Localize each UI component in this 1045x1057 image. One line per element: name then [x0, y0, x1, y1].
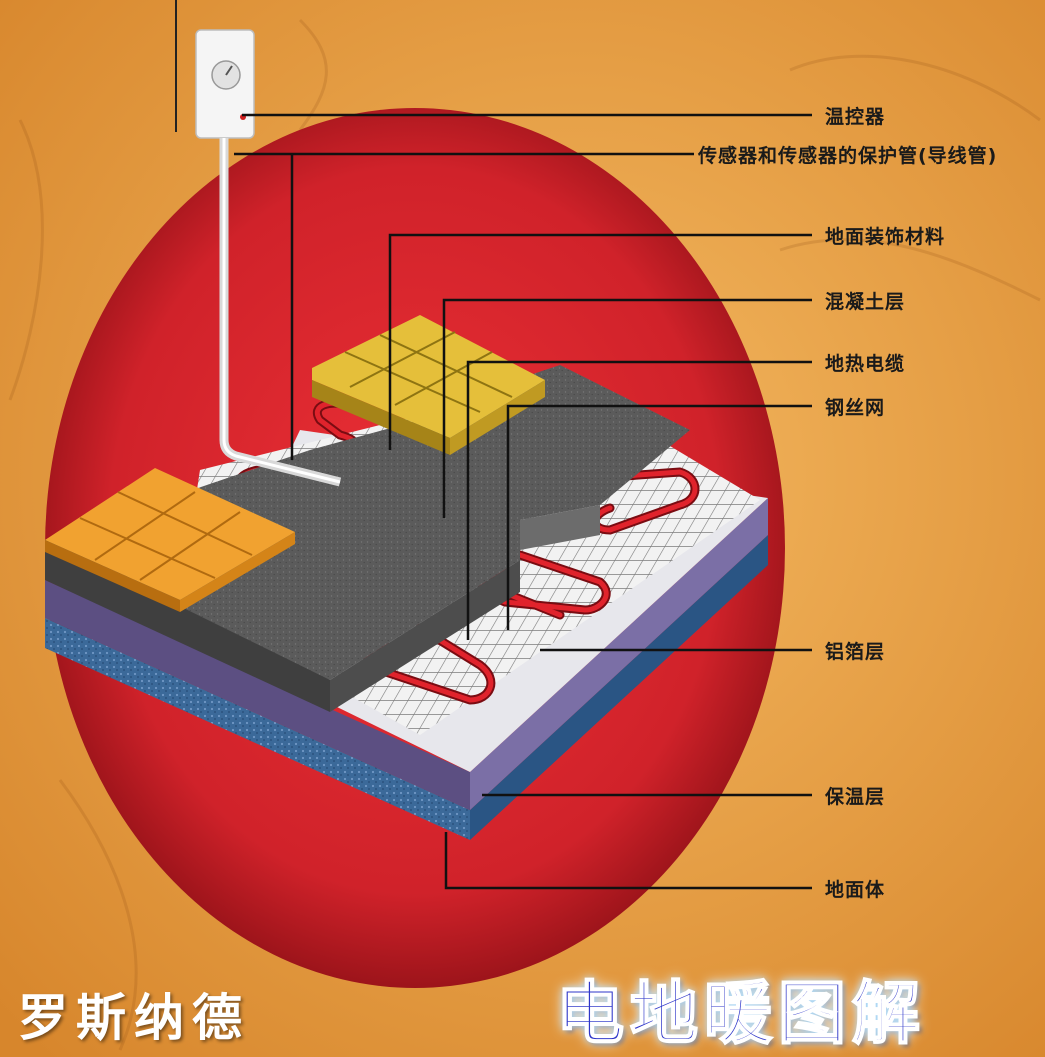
label-ground-base: 地面体	[825, 879, 886, 901]
orange-floor-tiles	[45, 468, 295, 612]
background-texture	[8, 18, 1041, 1051]
thermostat-device	[195, 29, 255, 139]
leader-lines	[234, 113, 812, 890]
insulation-layer	[45, 498, 768, 810]
diagram-title: 电地暖图解	[555, 973, 927, 1055]
label-insulation: 保温层	[825, 786, 886, 808]
ground-base-layer	[45, 535, 768, 840]
label-sensor-tube: 传感器和传感器的保护管(导线管)	[698, 145, 998, 167]
label-thermostat: 温控器	[825, 106, 886, 128]
label-wire-mesh: 钢丝网	[825, 397, 886, 419]
label-floor-finish: 地面装饰材料	[825, 226, 946, 248]
label-aluminum-foil: 铝箔层	[825, 641, 886, 663]
brand-name: 罗斯纳德	[18, 988, 250, 1047]
label-heating-cable: 地热电缆	[825, 353, 906, 375]
label-concrete: 混凝土层	[825, 291, 906, 313]
